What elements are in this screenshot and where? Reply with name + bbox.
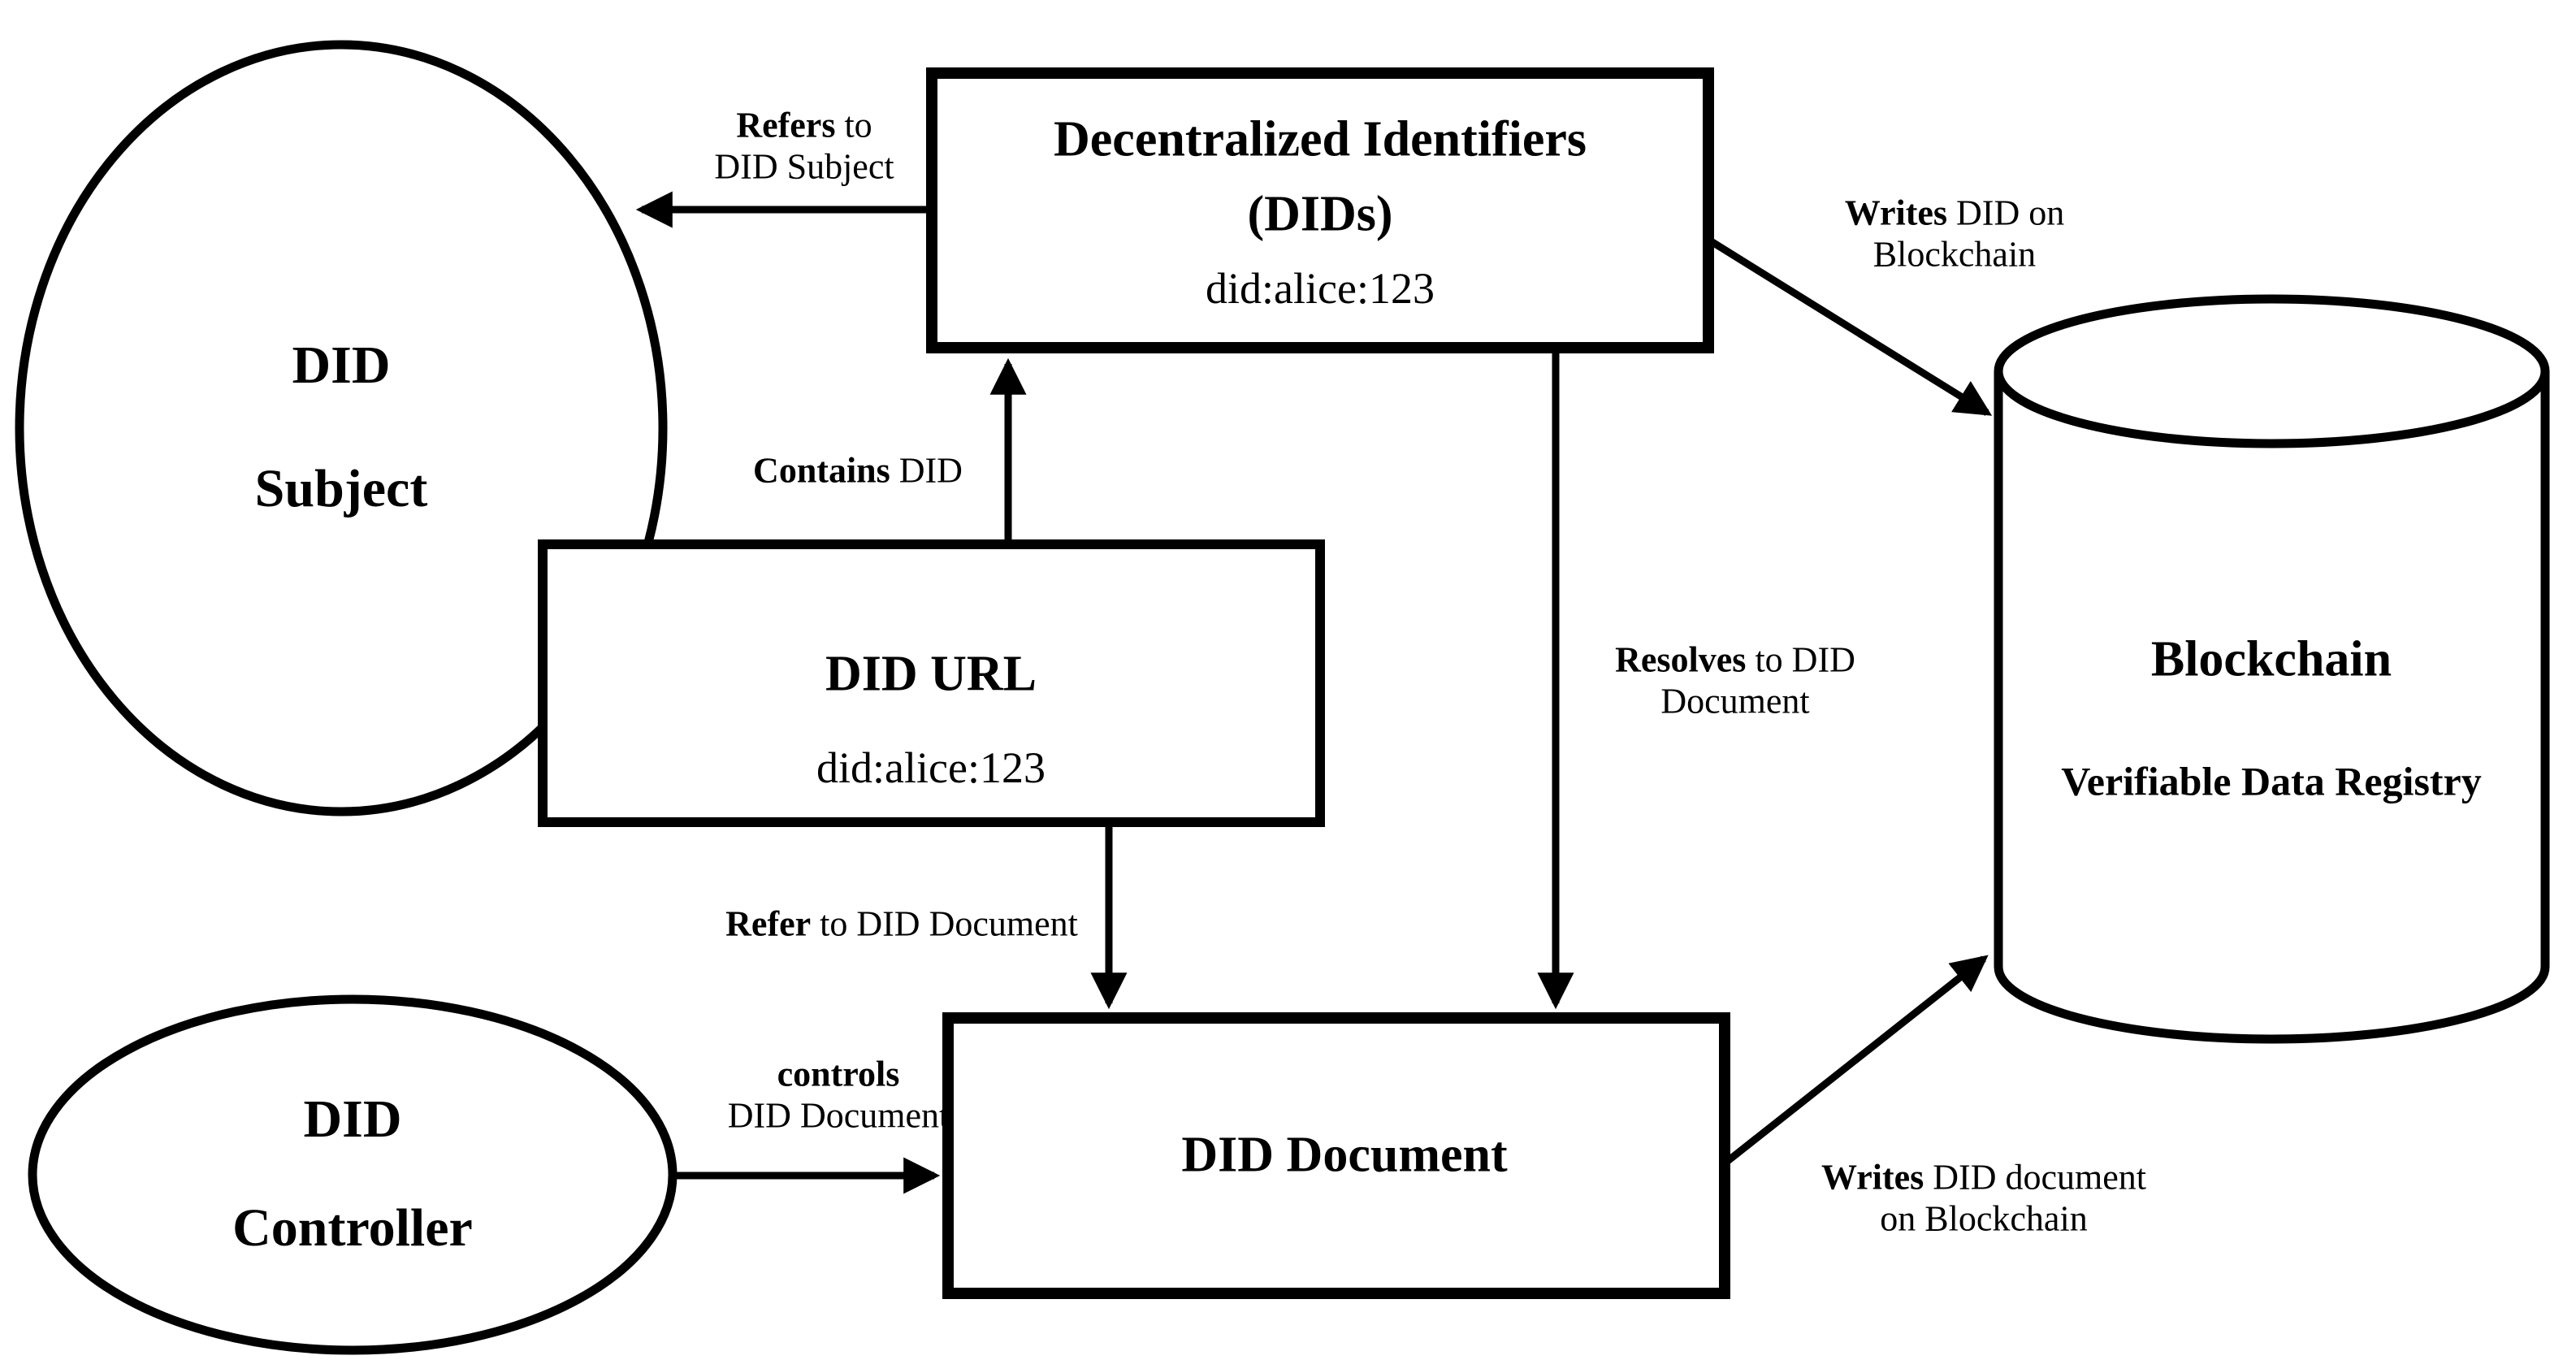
edge-label-refer-to-did-document: Refer to DID Document <box>725 903 1078 944</box>
did-subject-ellipse <box>15 40 668 816</box>
did-document-title: DID Document <box>1181 1127 1508 1183</box>
did-document-box <box>942 1012 1730 1299</box>
dids-title-line2: (DIDs) <box>1247 186 1393 242</box>
dids-value: did:alice:123 <box>1206 263 1435 313</box>
edge-label-resolves-to-did-document: Resolves to DID Document <box>1615 639 1855 721</box>
blockchain-subtitle: Verifiable Data Registry <box>2061 758 2482 804</box>
blockchain-cylinder <box>1994 294 2550 1044</box>
did-controller-label-line1: DID <box>303 1089 402 1150</box>
did-url-box <box>538 539 1325 827</box>
edge-label-contains-did: Contains DID <box>753 450 963 491</box>
did-subject-label-line2: Subject <box>254 459 428 519</box>
did-url-title: DID URL <box>825 646 1037 702</box>
did-controller-ellipse <box>28 994 678 1355</box>
edge-label-writes-did-document-on-blockchain: Writes DID document on Blockchain <box>1821 1157 2146 1238</box>
dids-title-line1: Decentralized Identifiers <box>1054 111 1587 167</box>
did-url-value: did:alice:123 <box>816 743 1046 792</box>
edge-label-writes-did-on-blockchain: Writes DID on Blockchain <box>1844 193 2065 274</box>
did-controller-label-line2: Controller <box>232 1198 473 1258</box>
did-subject-label-line1: DID <box>292 336 391 396</box>
edge-label-refers-to-did-subject: Refers to DID Subject <box>714 105 894 186</box>
blockchain-title: Blockchain <box>2150 631 2392 687</box>
arrow-writes-did-document-on-blockchain <box>1722 955 1989 1167</box>
dids-box <box>926 67 1714 353</box>
edge-label-controls-did-document: controls DID Document <box>727 1054 950 1135</box>
arrow-writes-did-on-blockchain <box>1706 236 1993 416</box>
